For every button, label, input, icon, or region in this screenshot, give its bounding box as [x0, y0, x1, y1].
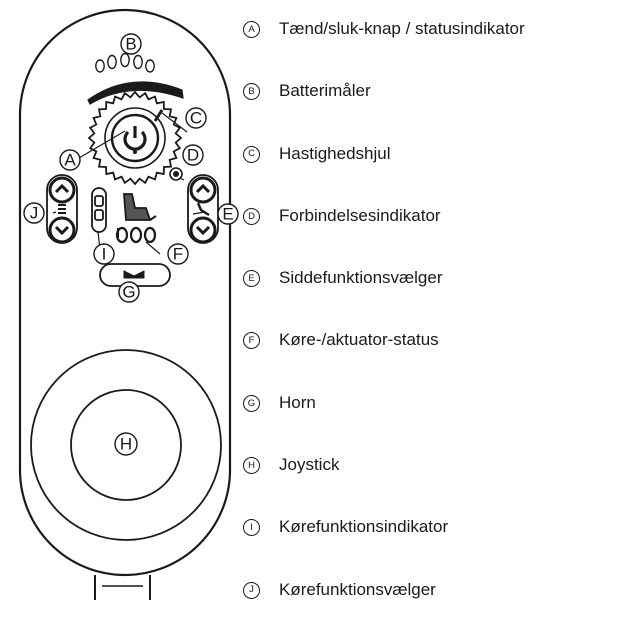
legend-item: C Hastighedshjul	[243, 144, 525, 206]
legend-label: Horn	[279, 393, 316, 413]
svg-text:I: I	[102, 245, 107, 264]
callout-h: H	[115, 433, 137, 455]
svg-text:A: A	[64, 151, 76, 170]
callout-f: F	[168, 244, 188, 264]
legend-label: Forbindelsesindikator	[279, 206, 441, 226]
callout-i: I	[94, 244, 114, 264]
legend-letter: C	[243, 146, 260, 163]
legend-letter: J	[243, 582, 260, 599]
legend-label: Tænd/sluk-knap / statusindikator	[279, 19, 525, 39]
svg-text:F: F	[173, 245, 183, 264]
cable-stub	[95, 575, 150, 600]
legend-letter: A	[243, 21, 260, 38]
svg-text:J: J	[30, 204, 39, 223]
svg-text:H: H	[120, 435, 132, 454]
legend-letter: H	[243, 457, 260, 474]
legend-item: D Forbindelsesindikator	[243, 206, 525, 268]
legend-item: A Tænd/sluk-knap / statusindikator	[243, 19, 525, 81]
svg-text:E: E	[222, 205, 233, 224]
legend-letter: D	[243, 208, 260, 225]
legend-letter: E	[243, 270, 260, 287]
legend-item: G Horn	[243, 393, 525, 455]
legend-letter: B	[243, 83, 260, 100]
legend-letter: F	[243, 332, 260, 349]
svg-text:D: D	[187, 146, 199, 165]
legend-label: Køre-/aktuator-status	[279, 330, 439, 350]
legend-label: Kørefunktionsvælger	[279, 580, 436, 600]
callout-g: G	[119, 282, 139, 302]
legend-letter: G	[243, 395, 260, 412]
legend-item: B Batterimåler	[243, 81, 525, 143]
svg-text:G: G	[122, 283, 135, 302]
legend-item: F Køre-/aktuator-status	[243, 330, 525, 392]
callout-d: D	[183, 145, 203, 165]
callout-a: A	[60, 150, 80, 170]
joystick-controller-diagram: A B C D E F G H I J	[0, 0, 240, 600]
svg-text:C: C	[190, 109, 202, 128]
svg-text:B: B	[125, 35, 136, 54]
callout-e: E	[218, 204, 238, 224]
callout-c: C	[186, 108, 206, 128]
legend-label: Hastighedshjul	[279, 144, 391, 164]
callout-j: J	[24, 203, 44, 223]
callout-b: B	[121, 34, 141, 54]
legend-item: H Joystick	[243, 455, 525, 517]
legend-item: I Kørefunktionsindikator	[243, 517, 525, 579]
component-legend: A Tænd/sluk-knap / statusindikator B Bat…	[243, 19, 525, 642]
legend-item: E Siddefunktionsvælger	[243, 268, 525, 330]
legend-label: Joystick	[279, 455, 339, 475]
legend-item: J Kørefunktionsvælger	[243, 580, 525, 642]
legend-label: Kørefunktionsindikator	[279, 517, 448, 537]
legend-letter: I	[243, 519, 260, 536]
legend-label: Siddefunktionsvælger	[279, 268, 442, 288]
legend-label: Batterimåler	[279, 81, 371, 101]
